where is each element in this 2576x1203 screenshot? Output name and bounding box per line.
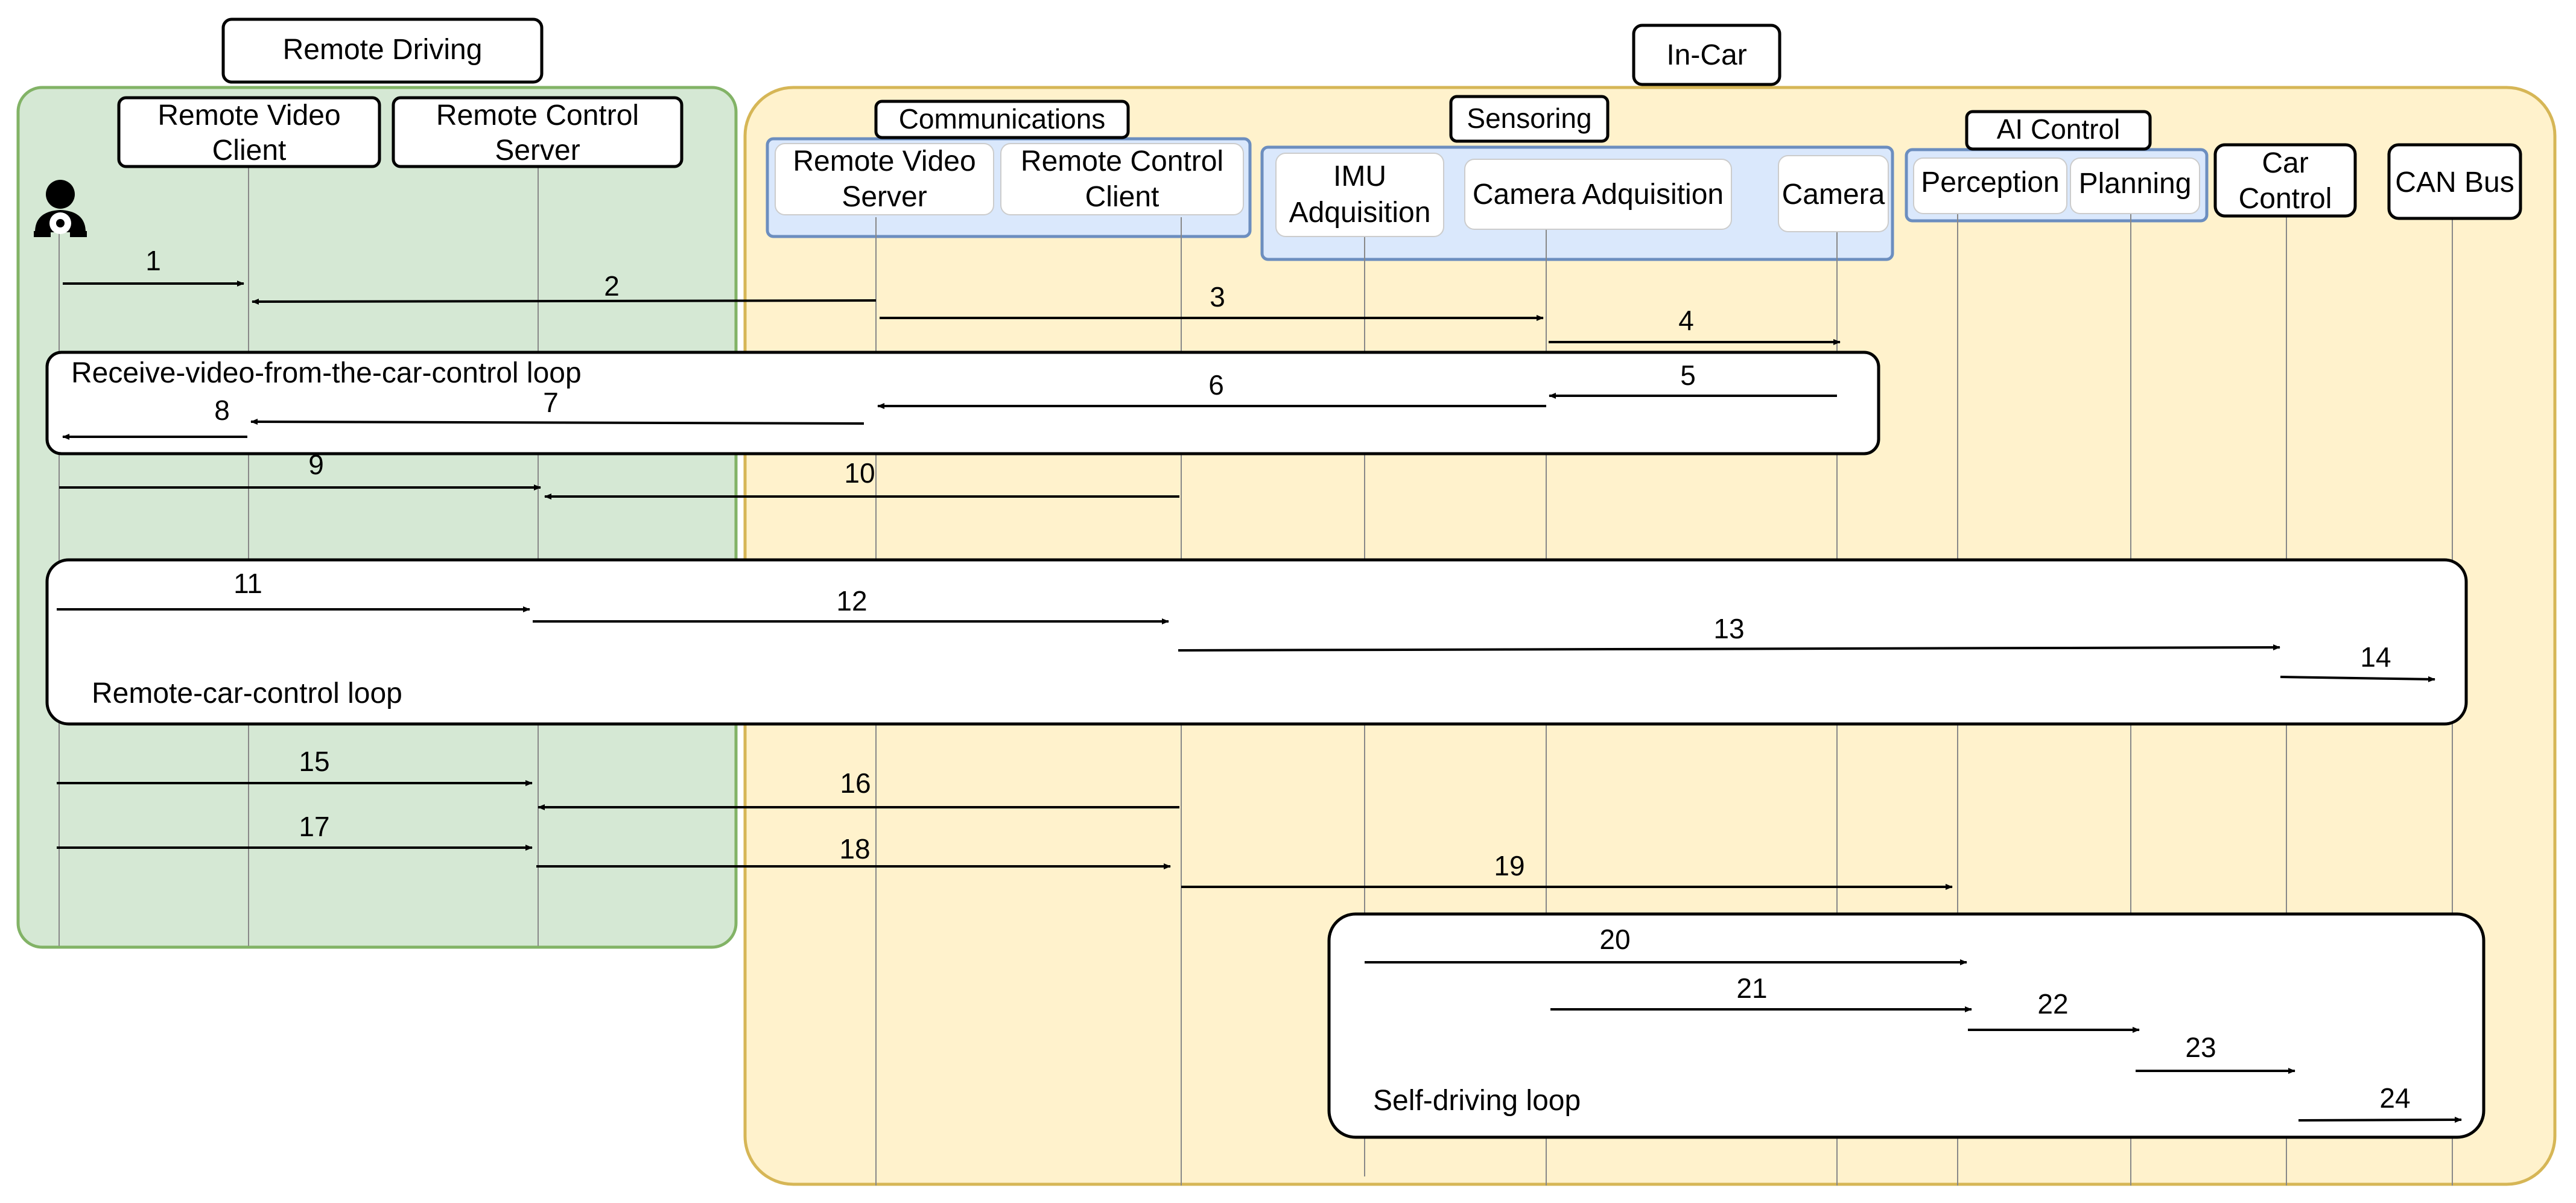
remote-driving-group — [16, 86, 738, 949]
participant-imu-adquisition: IMU Adquisition — [1275, 153, 1444, 237]
loop-self-driving: Self-driving loop — [1327, 912, 2486, 1139]
loop-remote-car-control: Remote-car-control loop — [45, 558, 2468, 726]
participant-perception: Perception — [1913, 157, 2067, 214]
message-arrow-2 — [252, 298, 877, 305]
svg-text:CAN Bus: CAN Bus — [2395, 167, 2514, 198]
message-number-3: 3 — [1210, 281, 1225, 313]
svg-text:Client: Client — [1085, 181, 1160, 213]
message-arrow-7 — [250, 419, 864, 425]
message-number-2: 2 — [604, 270, 620, 302]
sensoring-title: Sensoring — [1449, 95, 1610, 143]
message-number-21: 21 — [1736, 973, 1767, 1004]
message-number-13: 13 — [1713, 613, 1744, 644]
svg-text:Camera Adquisition: Camera Adquisition — [1473, 179, 1724, 211]
participant-remote-control-server: Remote Control Server — [392, 96, 684, 168]
steering-wheel-driver-icon — [34, 180, 87, 237]
message-number-4: 4 — [1678, 305, 1694, 336]
messages — [57, 281, 2462, 1123]
svg-text:IMU: IMU — [1333, 160, 1386, 192]
message-number-20: 20 — [1599, 924, 1630, 955]
svg-text:Camera: Camera — [1782, 179, 1885, 211]
message-arrow-14 — [2280, 676, 2435, 682]
svg-text:Perception: Perception — [1921, 167, 2059, 198]
svg-text:Planning: Planning — [2079, 168, 2192, 200]
svg-text:AI Control: AI Control — [1997, 113, 2121, 145]
participant-camera-adquisition: Camera Adquisition — [1464, 159, 1732, 230]
participant-can-bus: CAN Bus — [2387, 143, 2522, 220]
participant-car-control: Car Control — [2213, 143, 2357, 218]
svg-text:Remote Driving: Remote Driving — [283, 34, 483, 66]
svg-text:Car: Car — [2262, 147, 2308, 179]
message-number-8: 8 — [214, 395, 230, 426]
svg-text:Control: Control — [2239, 183, 2332, 215]
message-number-23: 23 — [2185, 1032, 2216, 1063]
svg-text:Adquisition: Adquisition — [1289, 197, 1431, 229]
svg-text:Remote Control: Remote Control — [1021, 145, 1223, 177]
message-number-5: 5 — [1680, 360, 1696, 391]
message-number-24: 24 — [2379, 1082, 2410, 1114]
participant-planning: Planning — [2070, 157, 2200, 214]
svg-text:Remote-car-control loop: Remote-car-control loop — [92, 678, 402, 709]
svg-text:Server: Server — [842, 181, 927, 213]
message-number-22: 22 — [2037, 988, 2068, 1020]
svg-text:Remote Video: Remote Video — [157, 100, 340, 132]
svg-text:Sensoring: Sensoring — [1467, 103, 1591, 134]
participant-remote-video-client: Remote Video Client — [117, 96, 381, 168]
ai-control-title: AI Control — [1965, 110, 2152, 151]
message-number-19: 19 — [1494, 850, 1524, 881]
in-car-title: In-Car — [1632, 24, 1781, 86]
loop-receive-video: Receive-video-from-the-car-control loop — [45, 351, 1880, 455]
svg-text:Remote Control: Remote Control — [436, 100, 639, 132]
message-number-10: 10 — [844, 457, 875, 489]
participant-remote-video-server: Remote Video Server — [775, 143, 994, 215]
communications-title: Communications — [874, 100, 1130, 139]
message-number-9: 9 — [308, 449, 324, 480]
message-number-11: 11 — [233, 568, 262, 599]
message-number-14: 14 — [2360, 641, 2391, 673]
remote-driving-title: Remote Driving — [221, 17, 544, 84]
svg-text:In-Car: In-Car — [1666, 39, 1746, 71]
svg-text:Receive-video-from-the-car-con: Receive-video-from-the-car-control loop — [71, 357, 582, 389]
participant-remote-control-client: Remote Control Client — [1000, 143, 1244, 215]
message-number-18: 18 — [839, 833, 870, 865]
svg-text:Self-driving loop: Self-driving loop — [1373, 1085, 1581, 1117]
message-numbers: 1 2 3 4 5 6 7 8 9 10 11 12 13 14 15 16 1… — [145, 245, 2410, 1114]
svg-text:Server: Server — [495, 135, 580, 167]
message-number-16: 16 — [840, 767, 871, 799]
message-arrow-13 — [1178, 644, 2280, 652]
svg-text:Communications: Communications — [899, 103, 1106, 135]
participant-camera: Camera — [1778, 155, 1889, 232]
message-number-6: 6 — [1208, 369, 1224, 401]
svg-text:Remote Video: Remote Video — [793, 145, 976, 177]
message-number-17: 17 — [299, 811, 329, 842]
message-number-12: 12 — [836, 585, 867, 617]
message-number-15: 15 — [299, 746, 329, 777]
message-number-1: 1 — [145, 245, 161, 276]
svg-text:Client: Client — [212, 135, 287, 167]
message-number-7: 7 — [543, 387, 559, 418]
